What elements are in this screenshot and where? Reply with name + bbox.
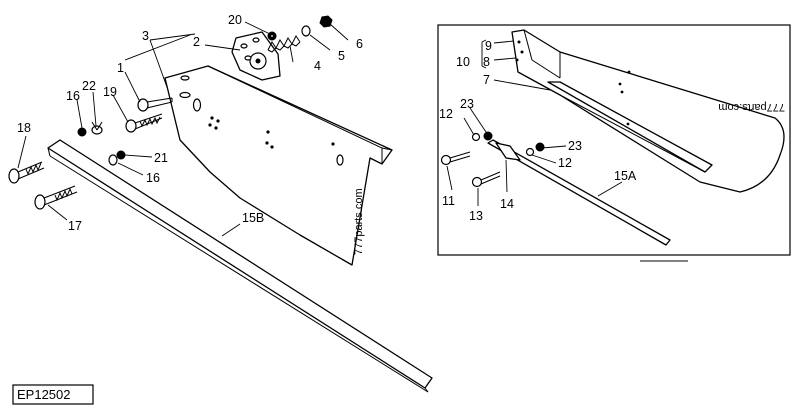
leader-lines-main <box>17 21 349 237</box>
callout-6: 6 <box>356 37 363 51</box>
washer-5 <box>301 25 311 37</box>
diagram-code: EP12502 <box>17 387 71 402</box>
leader-lines-inset <box>446 40 623 206</box>
bolt-17 <box>34 185 78 210</box>
screw-19 <box>125 113 163 133</box>
callout-2: 2 <box>193 35 200 49</box>
callout-13: 13 <box>469 209 483 223</box>
callout-23-right: 23 <box>568 139 582 153</box>
inset-side-panel <box>511 29 785 193</box>
carriage-bolt-1 <box>137 97 173 112</box>
side-panel <box>164 65 393 266</box>
callout-8: 8 <box>483 55 490 69</box>
inset-washer-12-left <box>471 132 481 142</box>
callout-10: 10 <box>456 55 470 69</box>
diagram-code-box: EP12502 <box>12 384 94 405</box>
callout-23-left: 23 <box>460 97 474 111</box>
callout-3: 3 <box>142 29 149 43</box>
callout-16-lower: 16 <box>146 171 160 185</box>
inset-nut-23-right <box>535 142 545 152</box>
callout-11: 11 <box>442 194 455 208</box>
bar-15b <box>47 139 433 393</box>
callout-22: 22 <box>82 79 96 93</box>
callout-16-upper: 16 <box>66 89 80 103</box>
callout-18: 18 <box>17 121 31 135</box>
inset-bolt-11 <box>440 151 471 166</box>
nut-21 <box>116 150 126 160</box>
callout-21: 21 <box>154 151 168 165</box>
watermark-main: 777parts.com <box>353 188 365 255</box>
callout-19: 19 <box>103 85 117 99</box>
inset-bolt-13 <box>471 171 501 188</box>
rod-15a <box>487 139 671 246</box>
inset-plate-14 <box>495 142 521 161</box>
wing-nut-22 <box>91 121 103 135</box>
nut-6 <box>319 15 333 28</box>
watermark-inset: 777parts.com <box>718 101 785 113</box>
callout-14: 14 <box>500 197 514 211</box>
washer-16-lower <box>108 154 118 166</box>
spring-4 <box>267 35 301 53</box>
bracket-plate-2 <box>231 31 281 81</box>
callout-9: 9 <box>485 39 492 53</box>
callout-17: 17 <box>68 219 82 233</box>
callout-4: 4 <box>314 59 321 73</box>
callout-15b: 15B <box>242 211 264 225</box>
callout-1: 1 <box>117 61 124 75</box>
callout-12-right: 12 <box>558 156 572 170</box>
bracket-9-8 <box>481 39 487 69</box>
bracket-1-3 <box>124 34 191 61</box>
callout-5: 5 <box>338 49 345 63</box>
washer-16-upper <box>77 127 87 137</box>
inset-bar-7 <box>547 81 713 173</box>
callout-12-left: 12 <box>439 107 453 121</box>
callout-20: 20 <box>228 13 242 27</box>
inset-nut-23-left <box>483 131 493 141</box>
callout-7: 7 <box>483 73 490 87</box>
callout-15a: 15A <box>614 169 637 183</box>
bolt-18 <box>8 161 45 184</box>
inset-washer-12-right <box>525 147 535 157</box>
